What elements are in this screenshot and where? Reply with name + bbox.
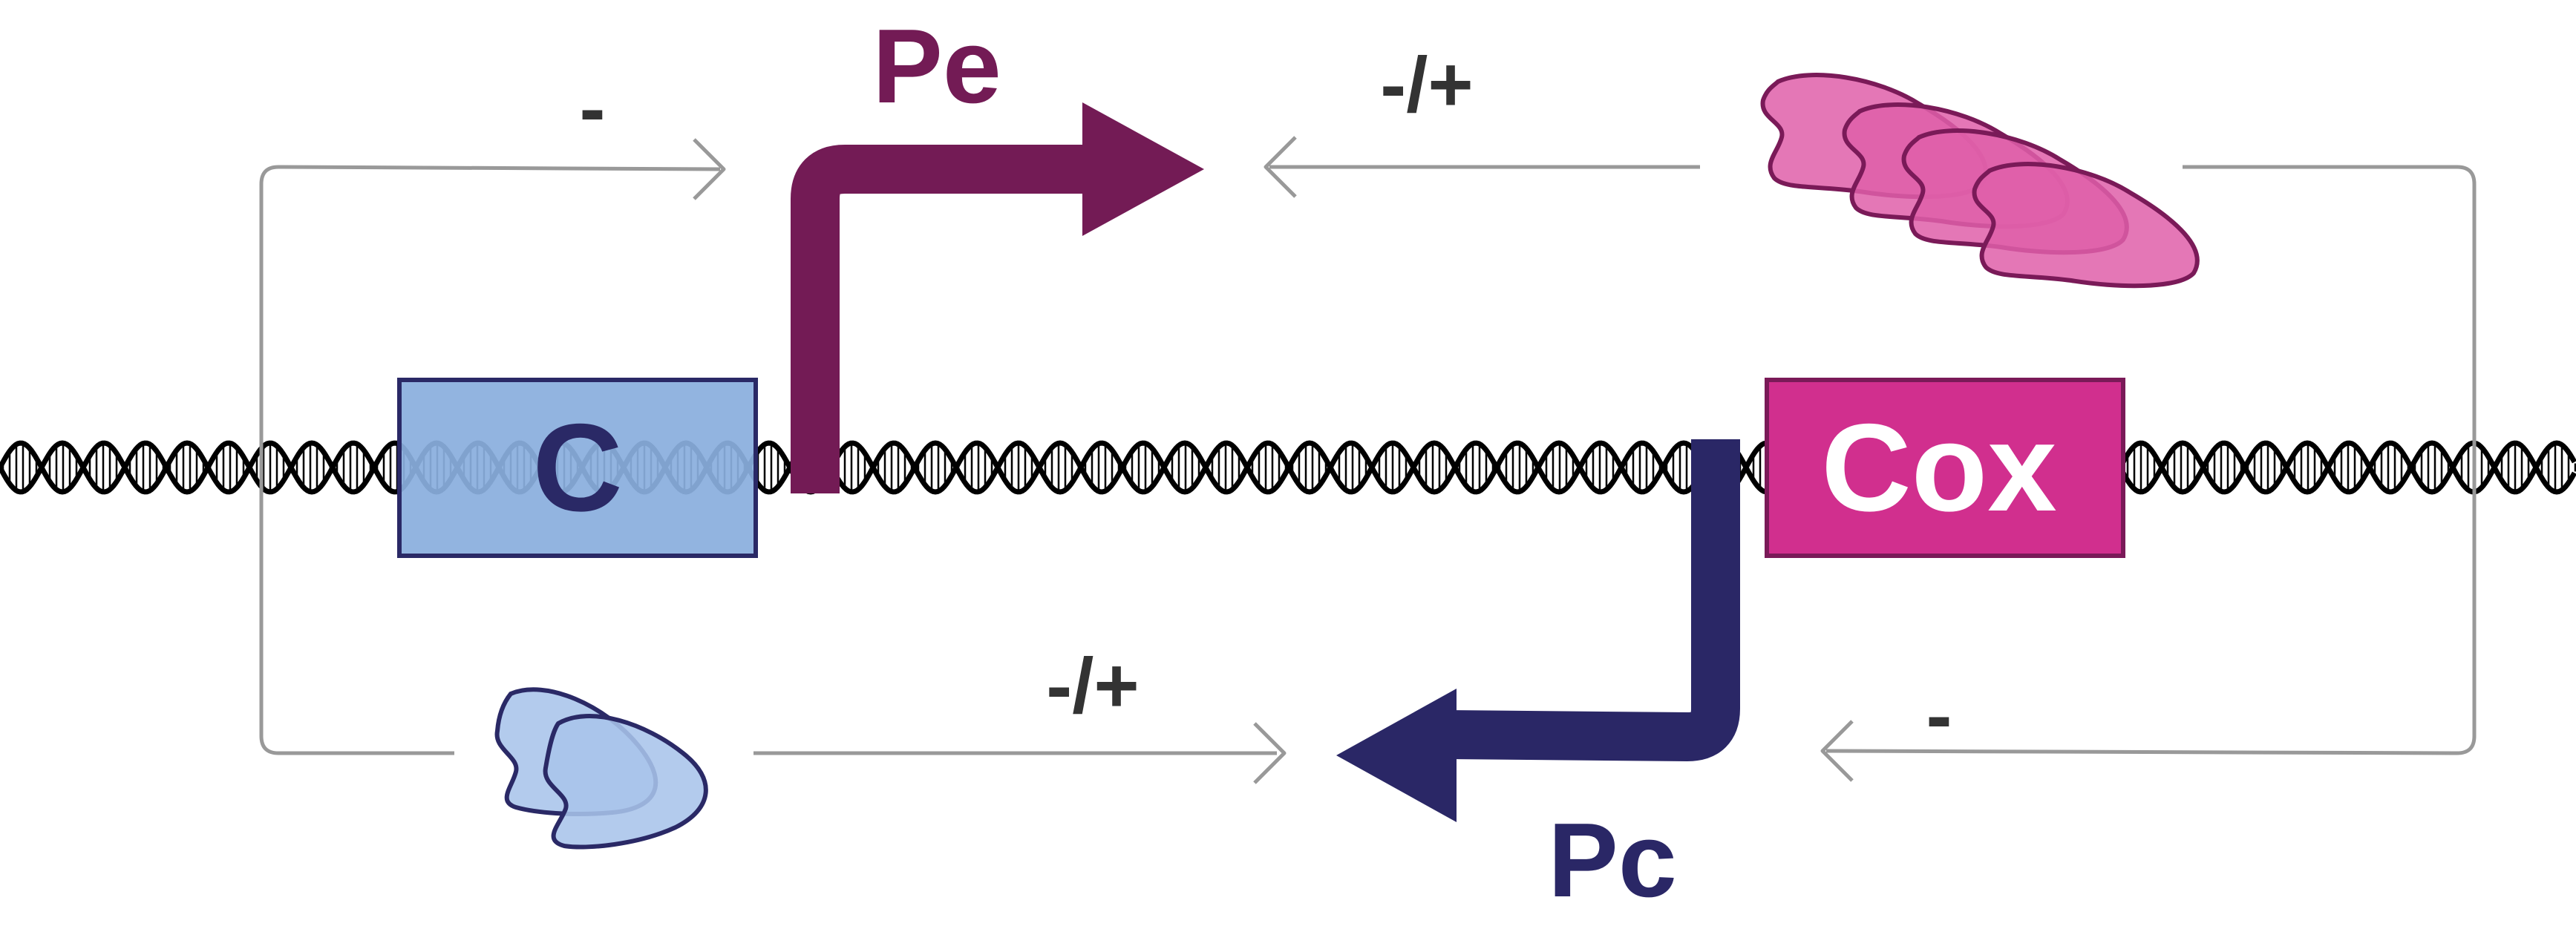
cox-protein-4 <box>1972 162 2200 289</box>
c-to-pc-arrowhead <box>1253 722 1287 784</box>
cox-on-pc-sign: - <box>1926 672 1952 759</box>
cox-to-pc-line <box>1825 165 2477 755</box>
c-to-pe-arrowhead <box>693 138 726 200</box>
c-on-pe-sign: - <box>580 65 606 152</box>
c-protein-2 <box>543 714 708 850</box>
pc-promoter-arrow: Pc <box>1336 439 1740 919</box>
pe-promoter-arrow: Pe <box>791 7 1204 493</box>
c-on-pc-sign: -/+ <box>1046 643 1139 729</box>
cox-to-pc-arrowhead <box>1820 720 1854 782</box>
c-gene-label: C <box>532 398 622 537</box>
cox-gene: Cox <box>1765 378 2125 558</box>
pe-label: Pe <box>872 7 1001 125</box>
c-gene: C <box>397 378 758 558</box>
cox-on-pe-sign: -/+ <box>1380 42 1473 128</box>
feedback-lines <box>259 136 2477 784</box>
pc-label: Pc <box>1548 801 1677 919</box>
cox-gene-label: Cox <box>1821 398 2056 537</box>
dna-helix <box>0 440 2576 495</box>
cox-protein-cluster <box>1760 73 2200 289</box>
c-protein-pair <box>494 687 708 850</box>
cox-to-pe-arrowhead <box>1264 136 1297 198</box>
c-to-pe-line <box>259 165 721 755</box>
